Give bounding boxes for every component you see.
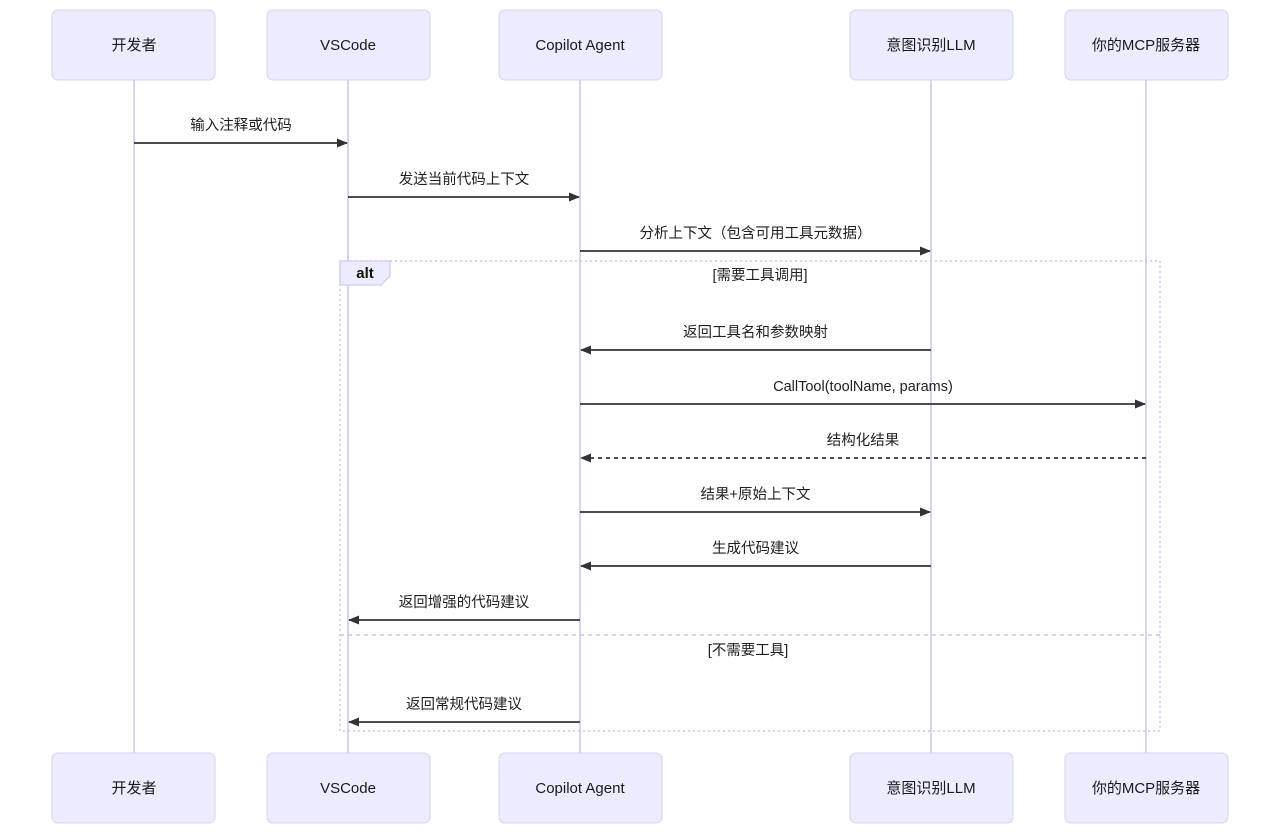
participant-box-mcp-bottom[interactable] bbox=[1064, 752, 1229, 824]
message-label-m3: 分析上下文（包含可用工具元数据） bbox=[640, 225, 872, 242]
message-label-m6: 结构化结果 bbox=[827, 432, 900, 449]
participant-label-mcp-top: 你的MCP服务器 bbox=[1092, 37, 1200, 54]
participant-label-copilot-bottom: Copilot Agent bbox=[535, 780, 625, 797]
message-label-m7: 结果+原始上下文 bbox=[701, 486, 811, 503]
message-label-m4: 返回工具名和参数映射 bbox=[683, 324, 828, 341]
participant-label-llm-top: 意图识别LLM bbox=[886, 36, 975, 54]
message-label-m10: 返回常规代码建议 bbox=[406, 696, 522, 713]
message-label-m5: CallTool(toolName, params) bbox=[773, 379, 953, 395]
participant-box-dev-bottom[interactable] bbox=[51, 752, 216, 824]
lifelines-layer bbox=[133, 80, 1147, 753]
participant-box-vscode-bottom[interactable] bbox=[266, 752, 431, 824]
participant-box-vscode-top[interactable] bbox=[266, 9, 431, 81]
participant-box-mcp-top[interactable] bbox=[1064, 9, 1229, 81]
alt-condition-label-1: [不需要工具] bbox=[708, 642, 789, 659]
participant-label-dev-top: 开发者 bbox=[111, 37, 156, 54]
participant-label-vscode-bottom: VSCode bbox=[320, 780, 376, 797]
message-label-m2: 发送当前代码上下文 bbox=[399, 171, 530, 188]
alt-block-tab bbox=[339, 260, 391, 286]
alt-block-frame bbox=[339, 260, 1161, 732]
participant-box-copilot-bottom[interactable] bbox=[498, 752, 663, 824]
participant-label-dev-bottom: 开发者 bbox=[111, 780, 156, 797]
alt-block-tab-label: alt bbox=[356, 265, 374, 282]
participant-box-llm-bottom[interactable] bbox=[849, 752, 1014, 824]
participant-label-mcp-bottom: 你的MCP服务器 bbox=[1092, 780, 1200, 797]
participant-label-llm-bottom: 意图识别LLM bbox=[886, 779, 975, 797]
participant-box-llm-top[interactable] bbox=[849, 9, 1014, 81]
participant-label-copilot-top: Copilot Agent bbox=[535, 37, 625, 54]
participant-label-vscode-top: VSCode bbox=[320, 37, 376, 54]
participant-box-copilot-top[interactable] bbox=[498, 9, 663, 81]
alt-block-layer: alt [需要工具调用] [不需要工具] bbox=[339, 260, 1161, 732]
message-label-m8: 生成代码建议 bbox=[712, 540, 799, 557]
message-label-m9: 返回增强的代码建议 bbox=[399, 594, 530, 611]
participant-box-dev-top[interactable] bbox=[51, 9, 216, 81]
message-label-m1: 输入注释或代码 bbox=[190, 117, 292, 134]
alt-condition-label-0: [需要工具调用] bbox=[712, 267, 807, 284]
